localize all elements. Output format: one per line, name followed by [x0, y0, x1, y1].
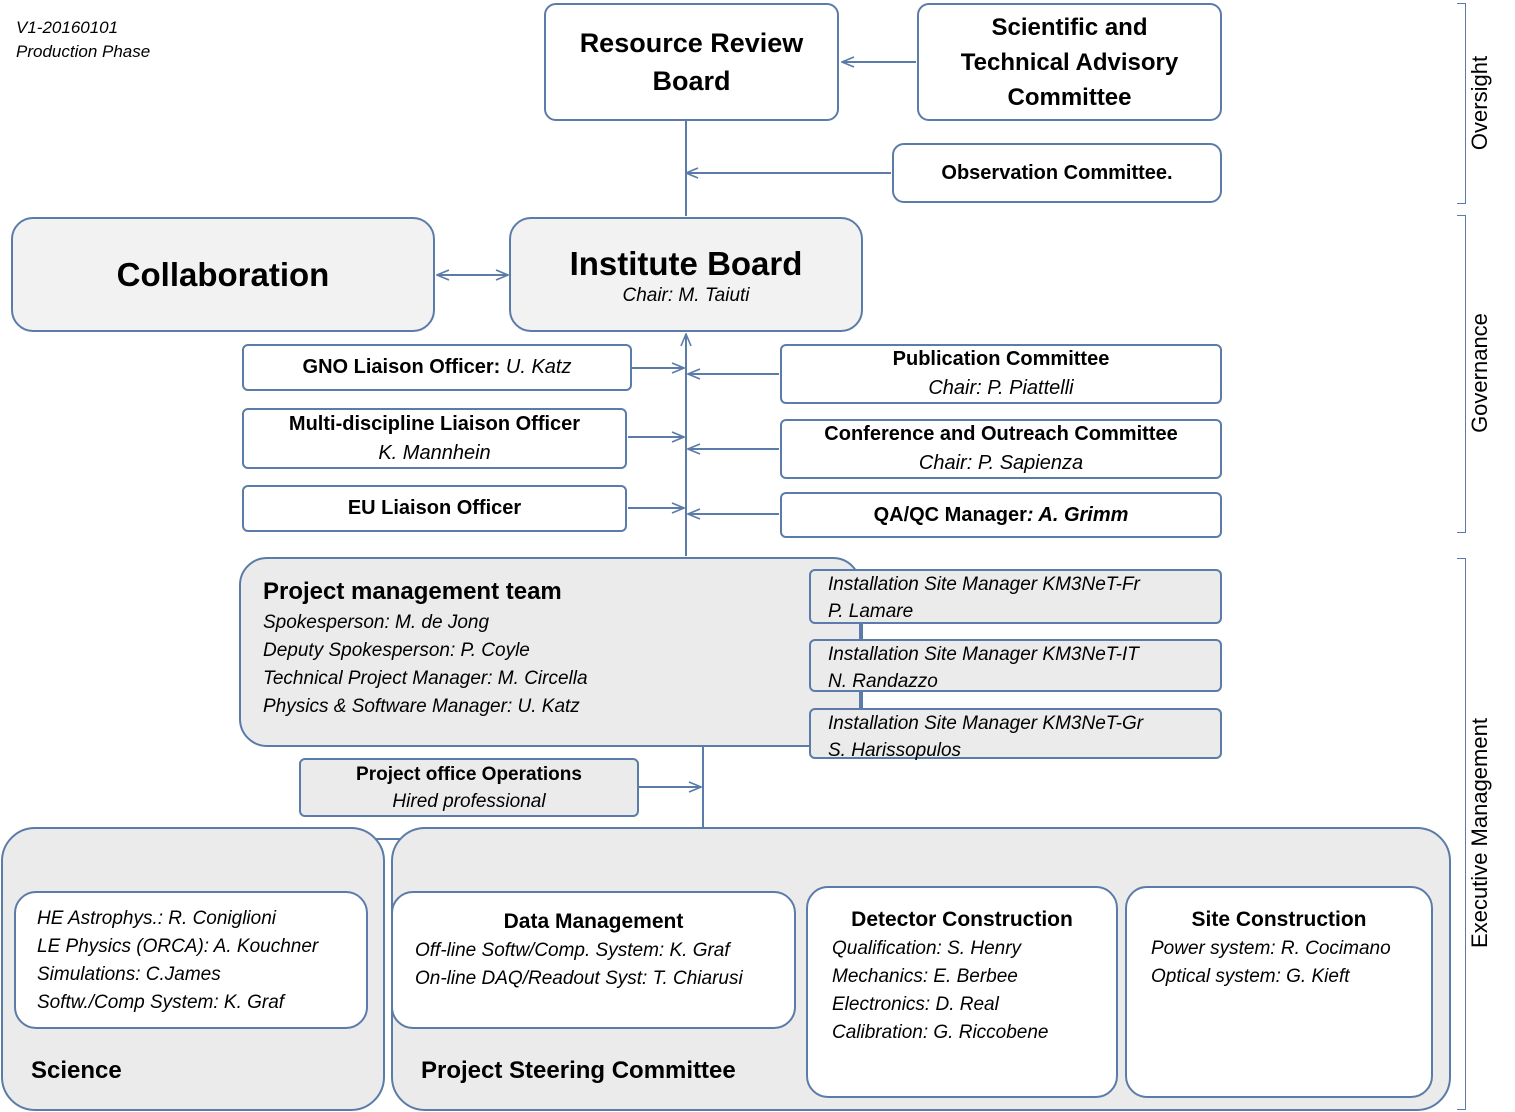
site-constr-line: Optical system: G. Kieft [1151, 966, 1350, 987]
qa-name: : A. Grimm [1026, 503, 1129, 526]
site-constr-lines: Power system: R. Cocimano Optical system… [1151, 935, 1431, 991]
oversight-label: Oversight [1467, 55, 1492, 150]
site-manager-it: Installation Site Manager KM3NeT-IT N. R… [809, 639, 1222, 692]
site-name: S. Harissopulos [828, 740, 962, 761]
collaboration-label: Collaboration [116, 255, 330, 293]
governance-bracket [1457, 215, 1466, 533]
project-management-team: Project management team Spokesperson: M.… [239, 557, 861, 747]
science-line: Simulations: C.James [37, 964, 221, 985]
conf-label: Conference and Outreach Committee [824, 423, 1178, 445]
pmt-line: Physics & Software Manager: U. Katz [263, 696, 580, 717]
detector-line: Electronics: D. Real [832, 994, 999, 1015]
institute-board: Institute Board Chair: M. Taiuti [509, 217, 863, 332]
site-manager-fr: Installation Site Manager KM3NeT-Fr P. L… [809, 569, 1222, 624]
site-label: Installation Site Manager KM3NeT-Gr [828, 713, 1144, 734]
governance-label: Governance [1467, 313, 1493, 433]
qa-qc-box: QA/QC Manager: A. Grimm [780, 492, 1222, 538]
pmt-line: Technical Project Manager: M. Circella [263, 668, 588, 689]
qa-label: QA/QC Manager [873, 503, 1027, 526]
stac-label: Scientific and Technical Advisory Commit… [960, 13, 1179, 111]
conf-chair: Chair: P. Sapienza [918, 452, 1084, 474]
multi-liaison-box: Multi-discipline Liaison Officer K. Mann… [242, 408, 627, 469]
version-note: V1-20160101 Production Phase [16, 16, 150, 64]
multi-label: Multi-discipline Liaison Officer [288, 412, 581, 435]
science-line: LE Physics (ORCA): A. Kouchner [37, 936, 319, 957]
gno-name: U. Katz [505, 356, 572, 378]
data-management-box: Data Management Off-line Softw/Comp. Sys… [391, 891, 796, 1029]
office-title: Project office Operations [356, 763, 582, 785]
executive-bracket [1457, 558, 1466, 1110]
oversight-bracket [1457, 3, 1466, 204]
site-name: P. Lamare [828, 601, 914, 622]
resource-review-board: Resource Review Board [544, 3, 839, 121]
pmt-title: Project management team [263, 578, 562, 605]
psc-title: Project Steering Committee [421, 1057, 736, 1084]
detector-lines: Qualification: S. Henry Mechanics: E. Be… [832, 935, 1116, 1047]
data-line: On-line DAQ/Readout Syst: T. Chiarusi [415, 968, 743, 989]
eu-label: EU Liaison Officer [347, 497, 522, 519]
ib-title: Institute Board [569, 244, 803, 282]
eu-liaison-box: EU Liaison Officer [242, 485, 627, 532]
detector-line: Mechanics: E. Berbee [832, 966, 1018, 987]
gno-label: GNO Liaison Officer: [302, 356, 506, 378]
version-code: V1-20160101 [16, 18, 119, 37]
site-constr-title: Site Construction [1191, 908, 1367, 931]
stac-box: Scientific and Technical Advisory Commit… [917, 3, 1222, 121]
obs-label: Observation Committee. [941, 161, 1173, 184]
ib-chair: Chair: M. Taiuti [622, 284, 750, 306]
conference-committee: Conference and Outreach Committee Chair:… [780, 419, 1222, 479]
multi-name: K. Mannhein [378, 441, 491, 464]
detector-title: Detector Construction [851, 908, 1073, 931]
project-office-box: Project office Operations Hired professi… [299, 758, 639, 817]
site-manager-gr: Installation Site Manager KM3NeT-Gr S. H… [809, 708, 1222, 761]
governance-label-wrap: Governance [1466, 215, 1494, 531]
science-title: Science [31, 1057, 122, 1084]
version-phase: Production Phase [16, 42, 151, 61]
executive-label-wrap: Executive Management [1466, 558, 1494, 1108]
data-title: Data Management [503, 910, 684, 933]
oversight-label-wrap: Oversight [1466, 3, 1494, 202]
detector-line: Calibration: G. Riccobene [832, 1022, 1049, 1043]
pmt-lines: Spokesperson: M. de Jong Deputy Spokespe… [263, 609, 859, 721]
gno-liaison-box: GNO Liaison Officer: U. Katz [242, 344, 632, 391]
publication-committee: Publication Committee Chair: P. Piattell… [780, 344, 1222, 404]
site-label: Installation Site Manager KM3NeT-IT [828, 644, 1139, 665]
site-label: Installation Site Manager KM3NeT-Fr [828, 574, 1140, 595]
science-line: HE Astrophys.: R. Coniglioni [37, 908, 277, 929]
pmt-line: Spokesperson: M. de Jong [263, 612, 490, 633]
site-construction-box: Site Construction Power system: R. Cocim… [1125, 886, 1433, 1098]
site-name: N. Randazzo [828, 671, 938, 692]
rrb-label: Resource Review Board [579, 28, 804, 96]
detector-construction-box: Detector Construction Qualification: S. … [806, 886, 1118, 1098]
office-sub: Hired professional [392, 790, 546, 812]
executive-label: Executive Management [1467, 718, 1492, 948]
pub-chair: Chair: P. Piattelli [928, 377, 1074, 399]
detector-line: Qualification: S. Henry [832, 938, 1022, 959]
science-line: Softw./Comp System: K. Graf [37, 992, 285, 1013]
data-lines: Off-line Softw/Comp. System: K. Graf On-… [415, 937, 794, 993]
pmt-line: Deputy Spokesperson: P. Coyle [263, 640, 530, 661]
science-box: HE Astrophys.: R. Coniglioni LE Physics … [14, 891, 368, 1029]
observation-committee: Observation Committee. [892, 143, 1222, 203]
data-line: Off-line Softw/Comp. System: K. Graf [415, 940, 730, 961]
collaboration-box: Collaboration [11, 217, 435, 332]
site-constr-line: Power system: R. Cocimano [1151, 938, 1391, 959]
pub-label: Publication Committee [892, 348, 1110, 370]
